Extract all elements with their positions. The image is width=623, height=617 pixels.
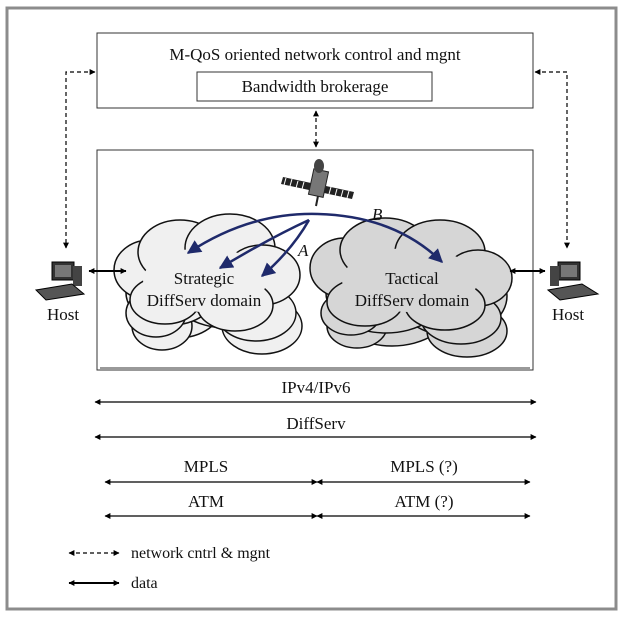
bandwidth-brokerage-label: Bandwidth brokerage <box>242 77 389 96</box>
control-box: M-QoS oriented network control and mgnt … <box>96 32 534 109</box>
right-host-computer-icon <box>546 261 600 301</box>
path-label-a: A <box>297 241 309 260</box>
atm-left-label: ATM <box>188 492 224 511</box>
control-link-right <box>534 69 570 249</box>
mpls-right-label: MPLS (?) <box>390 457 458 476</box>
outer-frame <box>5 6 618 611</box>
path-b-left <box>186 212 319 255</box>
control-box-title: M-QoS oriented network control and mgnt <box>169 45 461 64</box>
legend-control-label: network cntrl & mgnt <box>131 545 271 562</box>
left-host-computer-icon <box>34 261 86 301</box>
path-a-left <box>218 218 310 270</box>
satellite-icon <box>281 159 354 207</box>
path-label-b: B <box>372 205 383 224</box>
bandwidth-brokerage-box <box>196 71 433 102</box>
control-links <box>63 69 570 249</box>
strategic-cloud <box>113 213 303 355</box>
mpls-left-label: MPLS <box>184 457 228 476</box>
control-link-left <box>63 69 96 249</box>
ip-layer-label: IPv4/IPv6 <box>282 378 351 397</box>
path-arrows <box>186 212 444 277</box>
path-a-right <box>260 219 311 277</box>
tactical-domain-label-line2: DiffServ domain <box>355 291 470 310</box>
legend: network cntrl & mgnt data <box>68 545 271 592</box>
left-host-label: Host <box>47 305 79 324</box>
strategic-domain-label-line1: Strategic <box>174 269 235 288</box>
strategic-domain-label-line2: DiffServ domain <box>147 291 262 310</box>
path-b-right <box>317 212 444 263</box>
tactical-domain-label-line1: Tactical <box>385 269 439 288</box>
right-host-label: Host <box>552 305 584 324</box>
atm-right-label: ATM (?) <box>394 492 453 511</box>
diffserv-layer-label: DiffServ <box>286 414 346 433</box>
legend-data-label: data <box>131 575 158 592</box>
tactical-cloud <box>309 217 513 358</box>
protocol-layers <box>94 399 537 519</box>
